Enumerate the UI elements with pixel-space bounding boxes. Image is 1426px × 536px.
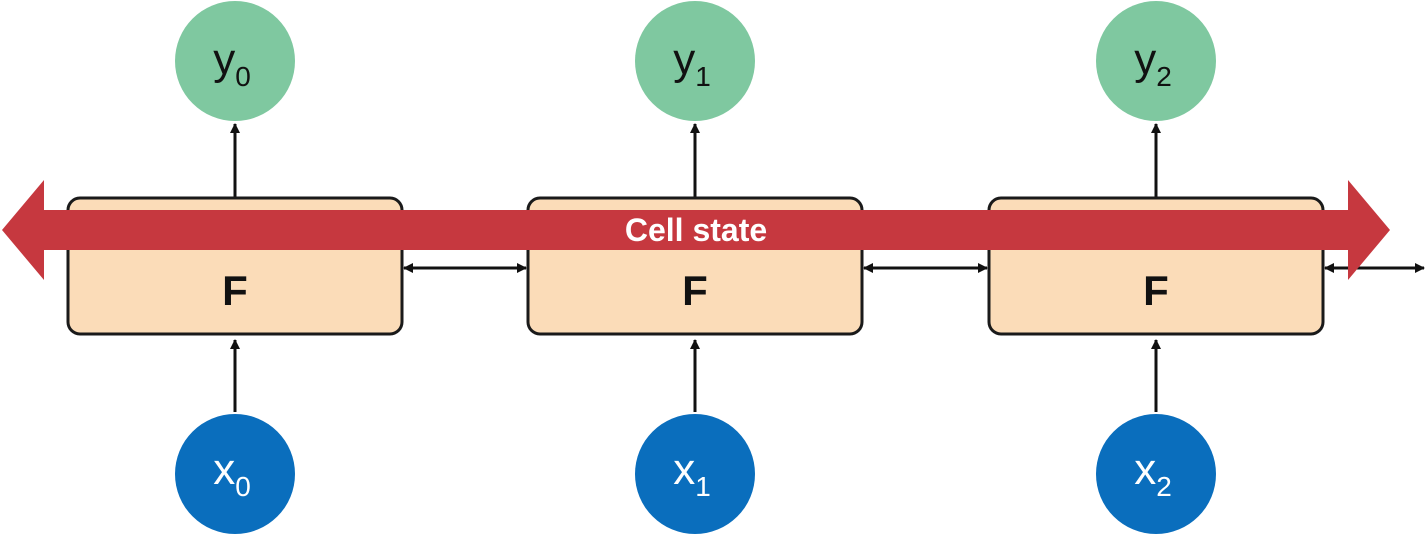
input-label-base-2: x: [1134, 445, 1156, 494]
input-label-0: x0: [213, 445, 251, 502]
input-label-sub-2: 2: [1156, 471, 1172, 502]
cell-box-label-1: F: [682, 267, 708, 314]
cell-1: F y1 x1: [526, 1, 864, 534]
cell-2: F y2 x2: [987, 1, 1325, 534]
output-label-1: y1: [673, 35, 711, 92]
cell-0: F y0 x0: [66, 1, 404, 534]
output-label-sub-0: 0: [235, 61, 251, 92]
input-node-1: [635, 414, 755, 534]
input-label-base-1: x: [673, 445, 695, 494]
cell-state-arrow: Cell state: [2, 180, 1390, 280]
input-label-sub-0: 0: [235, 471, 251, 502]
input-label-2: x2: [1134, 445, 1172, 502]
output-node-0: [175, 1, 295, 121]
cell-state-label: Cell state: [625, 212, 767, 248]
output-label-sub-1: 1: [695, 61, 711, 92]
output-label-2: y2: [1134, 35, 1172, 92]
output-label-base-1: y: [673, 35, 695, 84]
cell-box-label-0: F: [222, 267, 248, 314]
cell-box-label-2: F: [1143, 267, 1169, 314]
input-node-2: [1096, 414, 1216, 534]
output-node-2: [1096, 1, 1216, 121]
input-node-0: [175, 414, 295, 534]
input-label-1: x1: [673, 445, 711, 502]
output-node-1: [635, 1, 755, 121]
cell-state-arrow-shape: [2, 180, 1390, 280]
output-label-0: y0: [213, 35, 251, 92]
output-label-base-0: y: [213, 35, 235, 84]
input-label-sub-1: 1: [695, 471, 711, 502]
output-label-base-2: y: [1134, 35, 1156, 84]
output-label-sub-2: 2: [1156, 61, 1172, 92]
input-label-base-0: x: [213, 445, 235, 494]
